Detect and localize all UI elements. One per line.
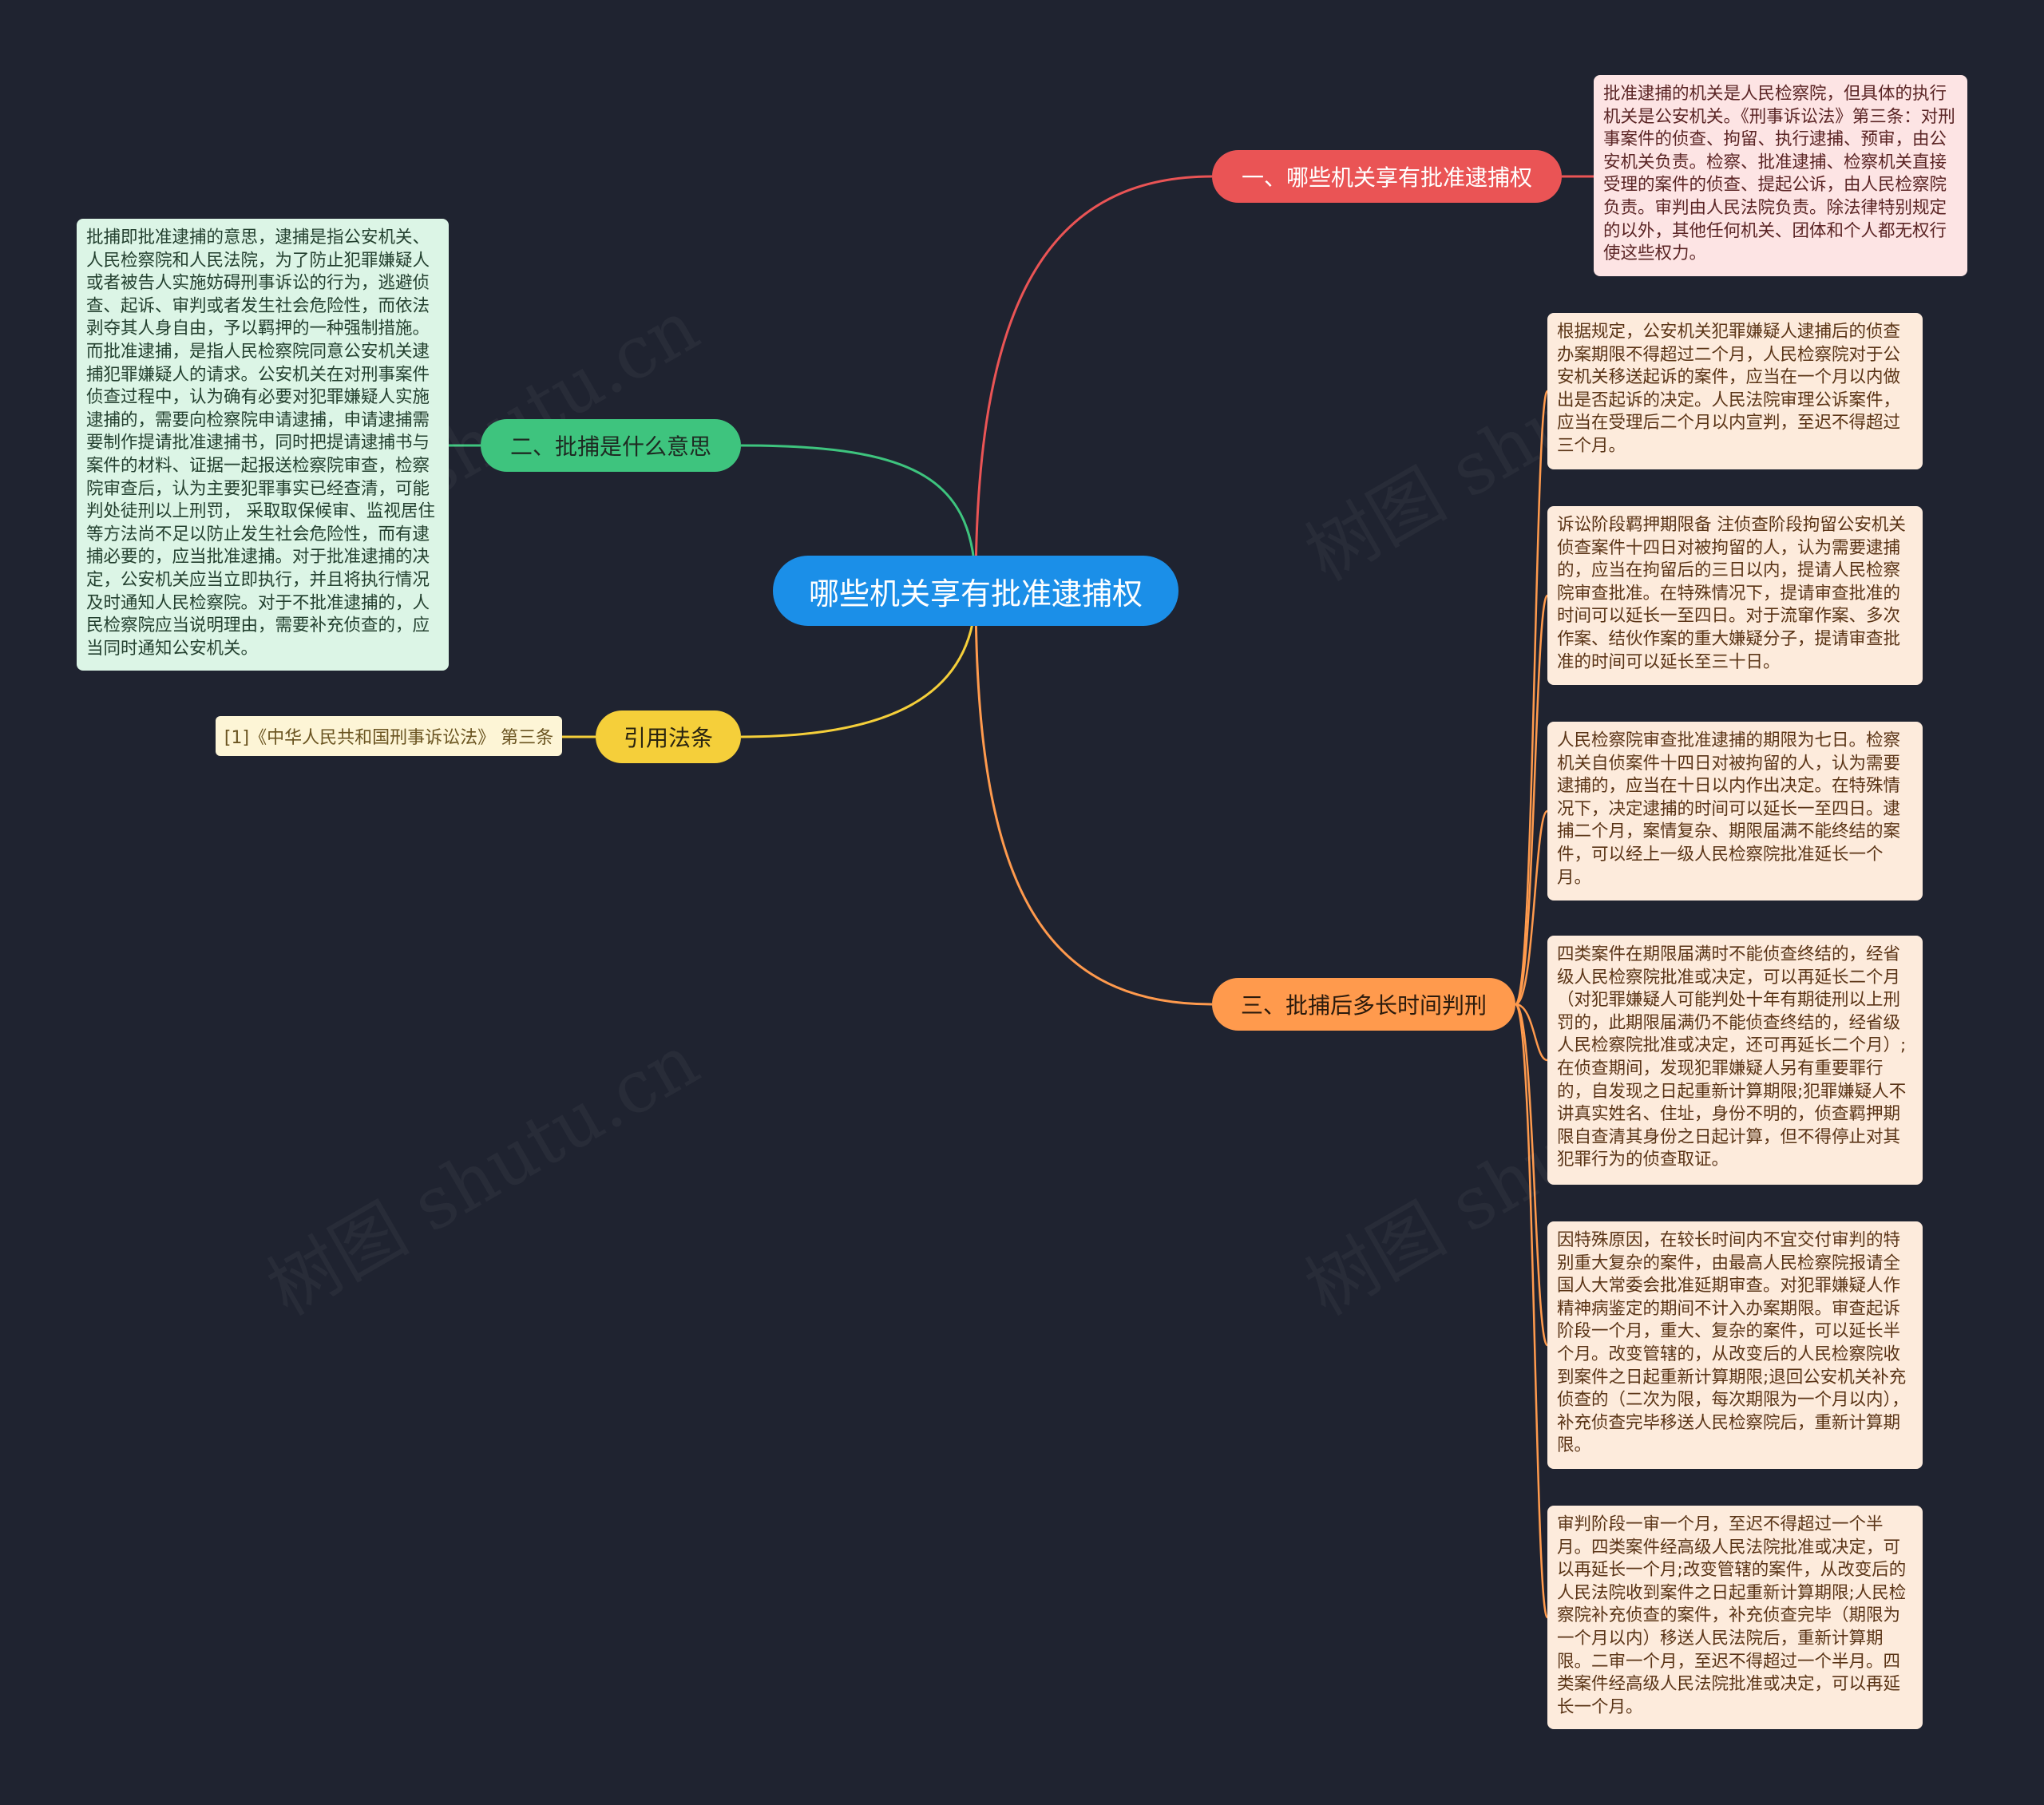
note-reference: [1]《中华人民共和国刑事诉讼法》 第三条 [216,716,562,756]
connector-time-1 [1514,390,1549,1006]
note-authorities: 批准逮捕的机关是人民检察院，但具体的执行机关是公安机关。《刑事诉讼法》第三条：对… [1594,75,1967,276]
note-time-1: 根据规定，公安机关犯罪嫌疑人逮捕后的侦查办案期限不得超过二个月，人民检察院对于公… [1547,313,1923,469]
central-topic[interactable]: 哪些机关享有批准逮捕权 [773,556,1178,626]
connector-branch-3 [740,590,977,738]
note-time-2: 诉讼阶段羁押期限备 注侦查阶段拘留公安机关侦查案件十四日对被拘留的人，认为需要逮… [1547,506,1923,685]
connector-branch-2 [740,444,977,592]
connector-branch-1 [974,175,1213,592]
connector-time-3 [1515,809,1549,1006]
branch-meaning-of-approval[interactable]: 二、批捕是什么意思 [481,419,741,472]
note-time-5: 因特殊原因，在较长时间内不宜交付审判的特别重大复杂的案件，由最高人民检察院报请全… [1547,1221,1923,1469]
note-time-3: 人民检察院审查批准逮捕的期限为七日。检察机关自侦案件十四日对被拘留的人，认为需要… [1547,722,1923,901]
connector-time-5 [1514,1003,1549,1347]
branch-cited-law[interactable]: 引用法条 [596,711,741,763]
branch-time-to-sentencing[interactable]: 三、批捕后多长时间判刑 [1212,978,1515,1031]
connector-time-2 [1514,594,1549,1006]
note-meaning: 批捕即批准逮捕的意思，逮捕是指公安机关、人民检察院和人民法院，为了防止犯罪嫌疑人… [77,219,449,671]
note-time-4: 四类案件在期限届满时不能侦查终结的，经省级人民检察院批准或决定，可以再延长二个月… [1547,936,1923,1185]
note-time-6: 审判阶段一审一个月，至迟不得超过一个半月。四类案件经高级人民法院批准或决定，可以… [1547,1506,1923,1729]
connector-time-4 [1515,1003,1548,1062]
connector-time-6 [1514,1003,1549,1619]
branch-which-authorities[interactable]: 一、哪些机关享有批准逮捕权 [1212,150,1562,203]
connector-branch-4 [974,590,1213,1006]
